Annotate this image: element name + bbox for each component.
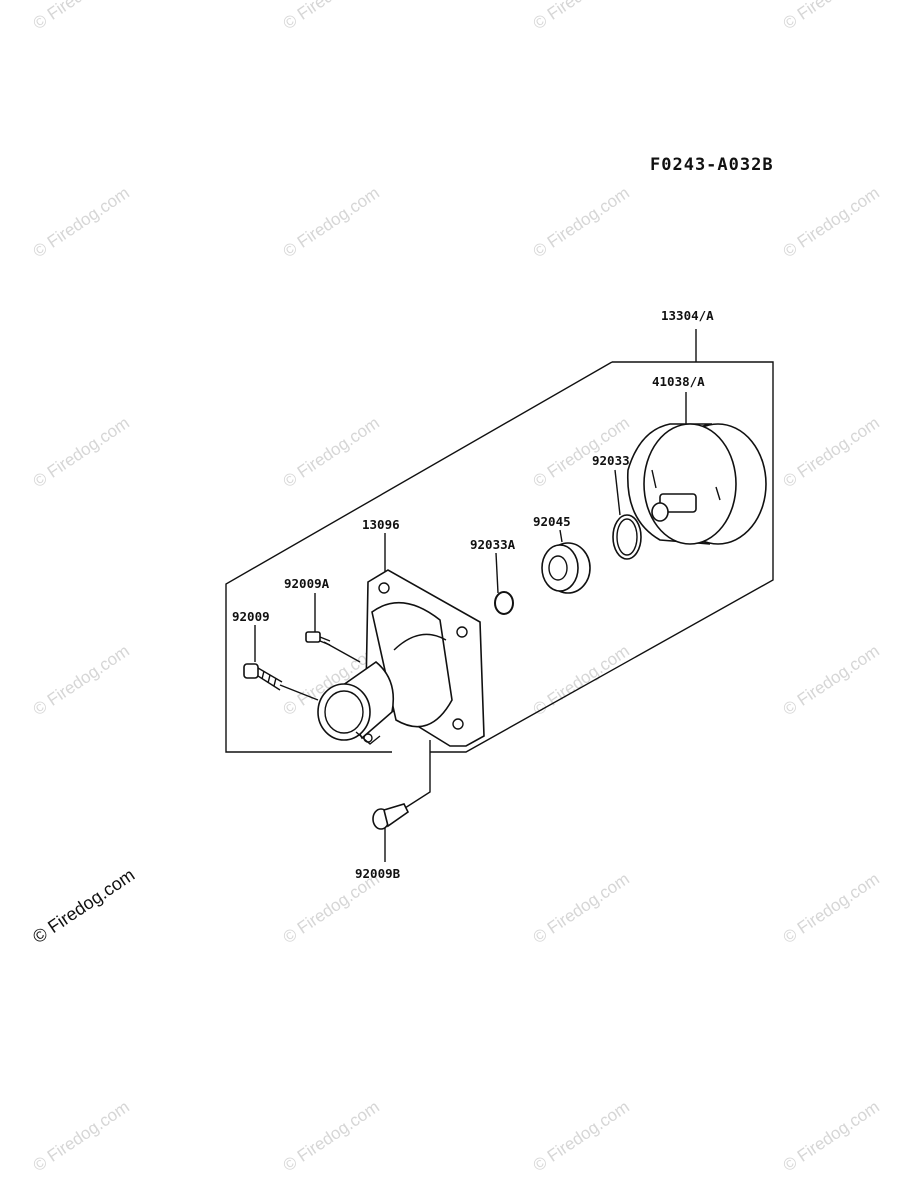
watermark: © Firedog.com — [280, 0, 383, 33]
watermark: © Firedog.com — [780, 413, 883, 491]
housing — [317, 569, 485, 747]
assembly-bracket — [225, 329, 774, 753]
watermark: © Firedog.com — [30, 0, 133, 33]
bearing — [541, 542, 591, 594]
watermark: © Firedog.com — [530, 183, 633, 261]
watermark: © Firedog.com — [780, 869, 883, 947]
watermark: © Firedog.com — [280, 183, 383, 261]
label-41038a: 41038/A — [652, 374, 705, 389]
label-92033: 92033 — [592, 453, 630, 468]
watermark-layer: © Firedog.com © Firedog.com © Firedog.com ©… — [30, 0, 883, 1175]
watermark: © Firedog.com — [780, 183, 883, 261]
watermark: © Firedog.com — [780, 641, 883, 719]
clutch-drum — [626, 423, 767, 545]
leader-lines — [254, 392, 687, 862]
watermark: © Firedog.com — [30, 1097, 133, 1175]
bolt-92009 — [243, 663, 283, 691]
label-92009a: 92009A — [284, 576, 330, 591]
label-92009: 92009 — [232, 609, 270, 624]
label-13304a: 13304/A — [661, 308, 714, 323]
watermark: © Firedog.com — [530, 869, 633, 947]
watermark: © Firedog.com — [30, 183, 133, 261]
label-92045: 92045 — [533, 514, 571, 529]
watermark: © Firedog.com — [530, 0, 633, 33]
label-92009b: 92009B — [355, 866, 401, 881]
watermark: © Firedog.com — [530, 1097, 633, 1175]
snap-ring — [612, 514, 642, 560]
watermark: © Firedog.com — [280, 413, 383, 491]
screw-92009b — [372, 803, 410, 830]
watermark: © Firedog.com — [780, 0, 883, 33]
screw-92009a — [305, 631, 331, 646]
diagram-id: F0243-A032B — [650, 155, 774, 175]
watermark: © Firedog.com — [280, 1097, 383, 1175]
watermark: © Firedog.com — [780, 1097, 883, 1175]
watermark-prominent: © Firedog.com — [29, 865, 138, 948]
label-13096: 13096 — [362, 517, 400, 532]
label-92033a: 92033A — [470, 537, 516, 552]
watermark: © Firedog.com — [30, 413, 133, 491]
small-snap-ring — [494, 591, 514, 615]
watermark: © Firedog.com — [30, 641, 133, 719]
